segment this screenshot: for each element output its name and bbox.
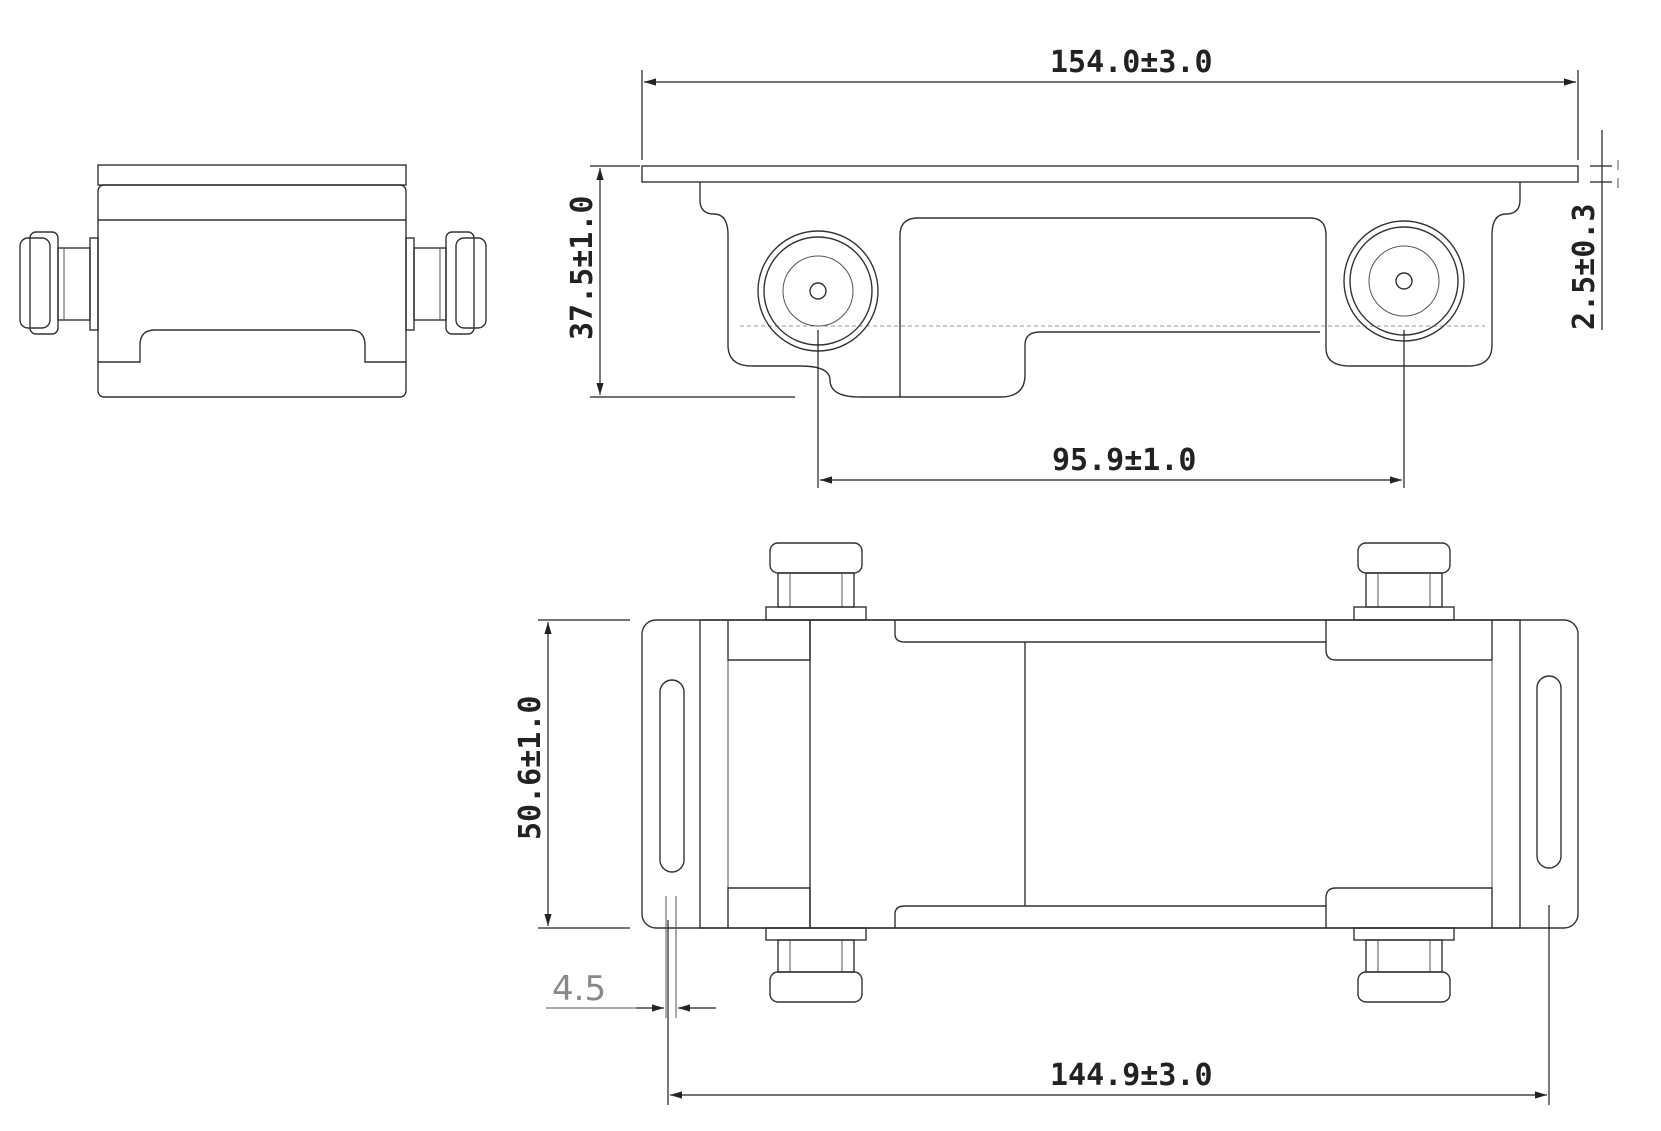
- dim-overall-length: 154.0±3.0: [641, 45, 1579, 160]
- dim-slot-offset: 4.5: [546, 896, 716, 1018]
- top-view: [641, 542, 1579, 1003]
- dim-mounting-length: 144.9±3.0: [667, 905, 1550, 1105]
- dim-plate-thickness: 2.5±0.3: [1567, 130, 1619, 330]
- dim-connector-spacing: 95.9±1.0: [817, 330, 1405, 488]
- end-view-right-connector: [405, 231, 487, 335]
- height-label: 37.5±1.0: [565, 196, 600, 341]
- top-view-connector-2: [1353, 542, 1455, 621]
- front-right-connector: [1343, 220, 1465, 342]
- top-view-connector-1: [765, 542, 867, 621]
- mounting-plate: [641, 165, 1579, 183]
- top-view-connector-3: [765, 927, 867, 1003]
- right-mounting-slot: [1536, 675, 1562, 869]
- dim-width: 50.6±1.0: [513, 619, 630, 929]
- top-flange: [641, 619, 1579, 929]
- front-view: [641, 165, 1579, 398]
- end-view-left-connector: [19, 231, 99, 335]
- dim-height: 37.5±1.0: [565, 165, 795, 398]
- left-mounting-slot: [659, 679, 685, 873]
- slot-offset-label: 4.5: [552, 969, 606, 1009]
- top-view-connector-4: [1353, 927, 1455, 1003]
- overall-length-label: 154.0±3.0: [1050, 45, 1213, 80]
- mounting-length-label: 144.9±3.0: [1050, 1058, 1213, 1093]
- width-label: 50.6±1.0: [513, 696, 548, 841]
- connector-spacing-label: 95.9±1.0: [1052, 443, 1197, 478]
- end-view: [19, 164, 487, 398]
- plate-thickness-label: 2.5±0.3: [1567, 204, 1602, 330]
